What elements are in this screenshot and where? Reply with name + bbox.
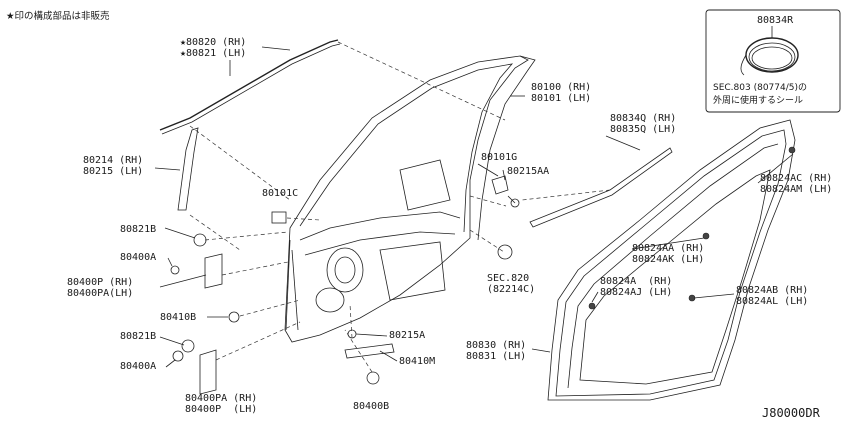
label-80100[interactable]: 80100 (RH) 80101 (LH): [531, 82, 591, 104]
label-80824AC-rh: 80824AC (RH): [760, 173, 833, 184]
header-note: ★印の構成部品は非販売: [6, 11, 110, 22]
label-80400PA-rh: 80400PA (RH): [185, 393, 258, 404]
label-80824AJ-lh: 80824AJ (LH): [600, 287, 673, 298]
diagram-code: J80000DR: [762, 406, 820, 420]
label-80820[interactable]: ★80820 (RH) ★80821 (LH): [180, 37, 246, 59]
door-weatherstrip: [547, 119, 796, 401]
bolt-80410B-icon: [228, 311, 240, 323]
label-80400PA-bottom[interactable]: 80400PA (RH) 80400P (LH): [185, 393, 257, 415]
label-80400P-top[interactable]: 80400P (RH) 80400PA(LH): [67, 277, 133, 299]
inset-box: [705, 9, 841, 113]
bolt-80215AA-icon: [507, 195, 520, 208]
pad-80101C-icon: [271, 211, 287, 224]
label-80100-rh: 80100 (RH): [531, 82, 592, 93]
label-80824AM-lh: 80824AM (LH): [760, 184, 833, 195]
label-80410M[interactable]: 80410M: [399, 356, 436, 367]
inset-note-line1: SEC.803 (80774/5)の: [713, 83, 807, 93]
label-80824AA-rh: 80824AA (RH): [632, 243, 705, 254]
label-80824AC[interactable]: 80824AC (RH) 80824AM (LH): [760, 173, 832, 195]
plug-80101G-icon: [491, 175, 509, 195]
label-sec820[interactable]: SEC.820 (82214C): [487, 273, 535, 295]
bolt-80821B-bot-icon: [181, 339, 195, 353]
label-80834Q[interactable]: 80834Q (RH) 80835Q (LH): [610, 113, 676, 135]
label-sec820-line1: SEC.820: [487, 273, 530, 284]
label-80831-lh: 80831 (LH): [466, 351, 527, 362]
label-80214-rh: 80214 (RH): [83, 155, 144, 166]
label-80821B-bottom[interactable]: 80821B: [120, 331, 157, 342]
label-80101-lh: 80101 (LH): [531, 93, 592, 104]
label-80821-lh: ★80821 (LH): [180, 48, 247, 59]
label-80101C[interactable]: 80101C: [262, 188, 299, 199]
clip-80824AA-icon: [702, 232, 710, 240]
inset-note-line2: 外周に使用するシール: [713, 96, 804, 106]
label-80400A-top[interactable]: 80400A: [120, 252, 157, 263]
label-80824AL-lh: 80824AL (LH): [736, 296, 809, 307]
label-80400P-rh: 80400P (RH): [67, 277, 134, 288]
label-80400PA-lh: 80400PA(LH): [67, 288, 134, 299]
label-80400B[interactable]: 80400B: [353, 401, 390, 412]
door-check-link-icon: [344, 343, 395, 359]
label-80824AA[interactable]: 80824AA (RH) 80824AK (LH): [632, 243, 704, 265]
label-80101G[interactable]: 80101G: [481, 152, 518, 163]
label-80824A-rh: 80824A (RH): [600, 276, 673, 287]
label-80830[interactable]: 80830 (RH) 80831 (LH): [466, 340, 526, 362]
label-80400P-lh: 80400P (LH): [185, 404, 258, 415]
label-80410B[interactable]: 80410B: [160, 312, 197, 323]
label-80830-rh: 80830 (RH): [466, 340, 527, 351]
glass-run-seal-strip: [159, 39, 341, 135]
door-sash-piece: [177, 127, 199, 211]
label-80215-lh: 80215 (LH): [83, 166, 144, 177]
bolt-80821B-top-icon: [193, 233, 207, 247]
door-shell: [284, 55, 536, 343]
label-80215A[interactable]: 80215A: [389, 330, 426, 341]
label-80824AK-lh: 80824AK (LH): [632, 254, 705, 265]
hinge-bottom-icon: [199, 349, 217, 395]
belt-moulding-strip: [529, 147, 673, 228]
label-80834R[interactable]: 80834R: [757, 15, 794, 26]
label-80834Q-rh: 80834Q (RH): [610, 113, 677, 124]
clip-80824AC-icon: [788, 146, 796, 154]
label-80835Q-lh: 80835Q (LH): [610, 124, 677, 135]
weatherstrip-coil-icon: [740, 26, 799, 76]
grommet-sec820-icon: [497, 244, 513, 260]
label-sec820-line2: (82214C): [487, 284, 536, 295]
hinge-top-icon: [204, 253, 223, 289]
clip-80824A-icon: [588, 302, 596, 310]
bolt-80400A-top-icon: [170, 265, 180, 275]
bolt-80400B-icon: [366, 371, 380, 385]
label-80824AB-rh: 80824AB (RH): [736, 285, 809, 296]
label-80824AB[interactable]: 80824AB (RH) 80824AL (LH): [736, 285, 808, 307]
label-80821B-top[interactable]: 80821B: [120, 224, 157, 235]
label-80214[interactable]: 80214 (RH) 80215 (LH): [83, 155, 143, 177]
label-80400A-bottom[interactable]: 80400A: [120, 361, 157, 372]
label-80824A[interactable]: 80824A (RH) 80824AJ (LH): [600, 276, 672, 298]
label-80215AA[interactable]: 80215AA: [507, 166, 550, 177]
label-80820-rh: ★80820 (RH): [180, 37, 247, 48]
bolt-80400A-bot-icon: [172, 350, 184, 362]
